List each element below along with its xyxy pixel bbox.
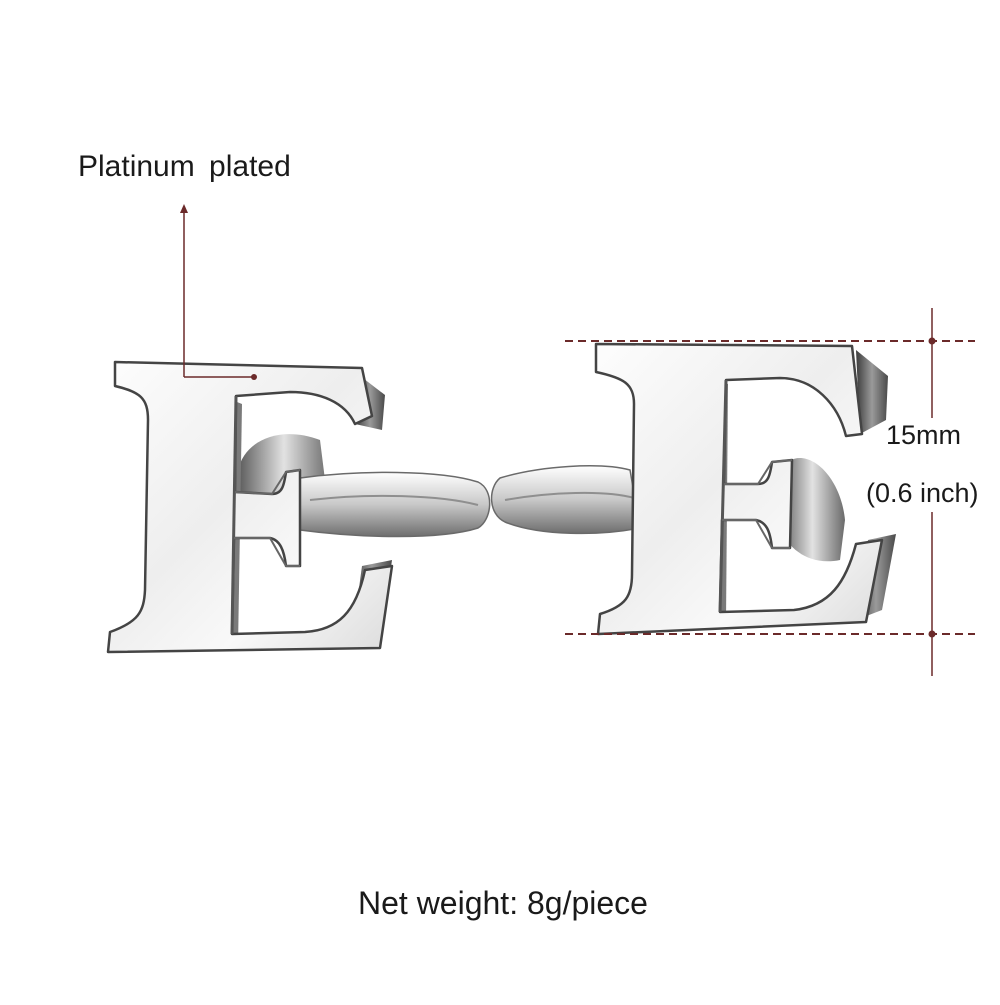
- right-cufflink: [490, 342, 896, 636]
- height-mm-label: 15mm: [886, 420, 962, 450]
- height-dimension: [565, 308, 975, 676]
- left-cufflink: [106, 360, 491, 654]
- dimension-top-dot: [928, 337, 936, 345]
- left-toggle-bar: [299, 471, 491, 538]
- callout-dot: [251, 374, 257, 380]
- height-inch-label: (0.6 inch): [866, 478, 979, 508]
- net-weight-label: Net weight: 8g/piece: [358, 885, 648, 921]
- right-toggle-bar: [490, 465, 641, 535]
- dimension-bottom-dot: [928, 630, 936, 638]
- callout-pointer: [180, 204, 257, 380]
- plating-label: Platinum plated: [78, 150, 291, 183]
- arrow-up-icon: [180, 204, 188, 213]
- right-post: [780, 458, 845, 562]
- right-e-face: [594, 342, 884, 636]
